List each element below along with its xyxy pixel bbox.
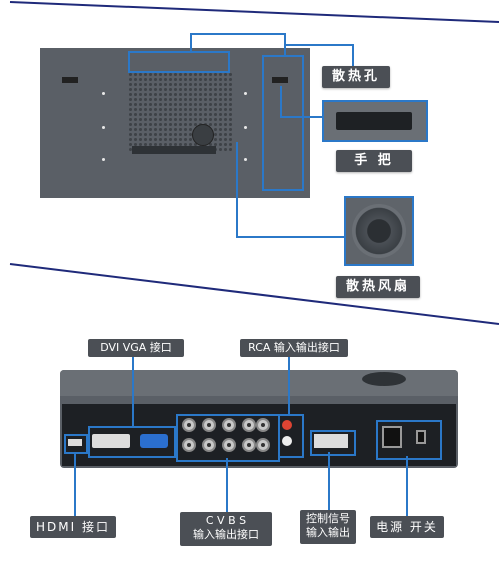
callout-line bbox=[236, 142, 238, 238]
vent-callout-box bbox=[128, 51, 230, 73]
back-panel-fan bbox=[192, 124, 214, 146]
callout-line bbox=[190, 33, 286, 35]
rca-port-red bbox=[282, 420, 292, 430]
callout-line bbox=[406, 456, 408, 516]
rca-port-white bbox=[282, 436, 292, 446]
cvbs-label-line2: 输入输出接口 bbox=[193, 528, 259, 541]
callout-line bbox=[288, 357, 290, 415]
dvi-vga-label: DVI VGA 接口 bbox=[88, 339, 184, 357]
control-label: 控制信号 输入输出 bbox=[300, 510, 356, 544]
control-label-line1: 控制信号 bbox=[306, 512, 350, 525]
screw-dot bbox=[102, 126, 105, 129]
cvbs-label-line1: C V B S bbox=[205, 514, 247, 527]
handle-callout-box bbox=[262, 55, 304, 191]
callout-line bbox=[236, 236, 346, 238]
rca-label: RCA 输入输出接口 bbox=[240, 339, 348, 357]
callout-line bbox=[352, 44, 354, 66]
callout-line bbox=[74, 452, 76, 516]
callout-line bbox=[132, 357, 134, 427]
rca-callout-box bbox=[278, 414, 304, 458]
back-panel-handle-left bbox=[62, 77, 78, 83]
hdmi-label: HDMI 接口 bbox=[30, 516, 116, 538]
screw-dot bbox=[102, 92, 105, 95]
control-label-line2: 输入输出 bbox=[306, 526, 350, 539]
callout-line bbox=[226, 458, 228, 516]
bnc-connector bbox=[202, 418, 216, 432]
bnc-connector bbox=[256, 438, 270, 452]
fan-photo bbox=[344, 196, 414, 266]
top-divider-line bbox=[9, 1, 499, 23]
bnc-connector bbox=[242, 438, 256, 452]
back-panel-handle-right bbox=[272, 77, 288, 83]
screw-dot bbox=[102, 158, 105, 161]
dvi-port bbox=[92, 434, 130, 448]
bnc-connector bbox=[182, 438, 196, 452]
power-label: 电源 开关 bbox=[370, 516, 444, 538]
fan-icon bbox=[352, 204, 406, 258]
power-callout-box bbox=[376, 420, 442, 460]
port-panel-fan bbox=[362, 372, 406, 386]
fan-label: 散热风扇 bbox=[336, 276, 420, 298]
back-panel-grill bbox=[128, 72, 232, 152]
bnc-connector bbox=[222, 438, 236, 452]
middle-divider-line bbox=[9, 263, 499, 325]
handle-slot bbox=[336, 112, 412, 130]
power-socket bbox=[382, 426, 402, 448]
dvi-vga-callout-box bbox=[88, 426, 176, 458]
back-panel-port-strip bbox=[132, 146, 216, 154]
callout-line bbox=[190, 33, 192, 52]
bnc-connector bbox=[242, 418, 256, 432]
bnc-connector bbox=[256, 418, 270, 432]
bnc-connector bbox=[222, 418, 236, 432]
handle-photo bbox=[322, 100, 428, 142]
vga-port bbox=[140, 434, 168, 448]
hdmi-port bbox=[68, 439, 82, 446]
screw-dot bbox=[244, 126, 247, 129]
hdmi-callout-box bbox=[64, 434, 88, 454]
callout-line bbox=[280, 116, 322, 118]
power-switch bbox=[416, 430, 426, 444]
bnc-connector bbox=[202, 438, 216, 452]
cvbs-label: C V B S 输入输出接口 bbox=[180, 512, 272, 546]
rj45-port bbox=[314, 434, 348, 448]
vents-label: 散热孔 bbox=[322, 66, 390, 88]
callout-line bbox=[328, 452, 330, 510]
bnc-connector bbox=[182, 418, 196, 432]
control-callout-box bbox=[310, 430, 356, 456]
callout-line bbox=[280, 86, 282, 118]
screw-dot bbox=[244, 92, 247, 95]
screw-dot bbox=[244, 158, 247, 161]
callout-line bbox=[284, 44, 354, 46]
handle-label: 手 把 bbox=[336, 150, 412, 172]
